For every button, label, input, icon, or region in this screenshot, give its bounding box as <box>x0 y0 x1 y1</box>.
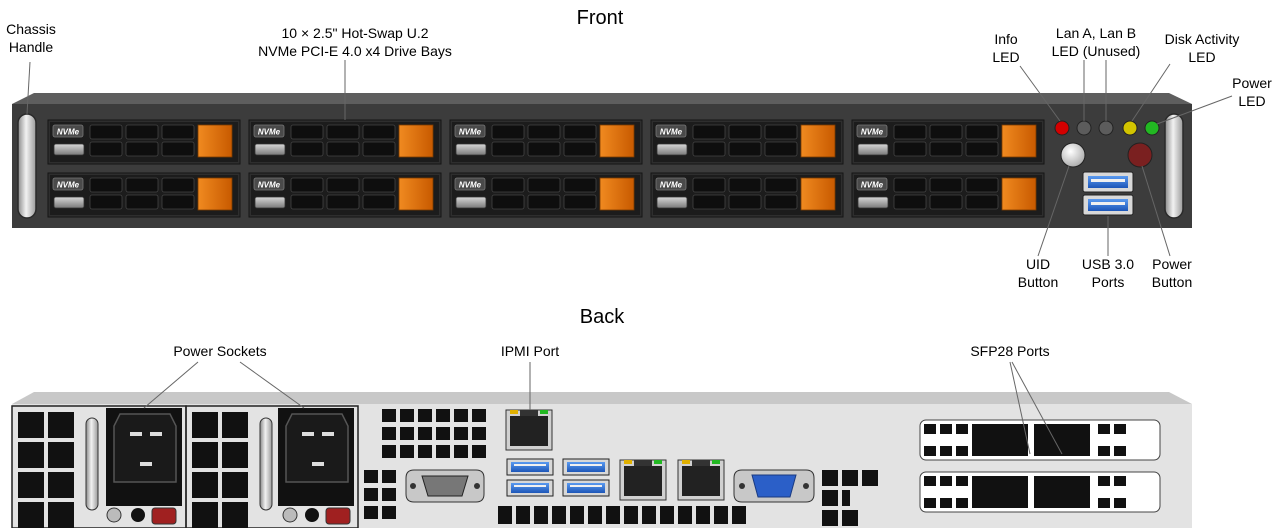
drive-bay-9[interactable]: NVMe <box>650 172 844 218</box>
sfp28-port-1[interactable] <box>972 424 1028 456</box>
sfp28-port-4[interactable] <box>1034 476 1090 508</box>
sfp28-port-2[interactable] <box>1034 424 1090 456</box>
usb-port-front-2[interactable] <box>1082 194 1134 216</box>
disk-activity-led-label: Disk Activity LED <box>1164 31 1240 65</box>
psu-1-latch <box>151 507 177 525</box>
uid-button-label: UID Button <box>1017 256 1059 290</box>
nvme-badge: NVMe <box>660 181 683 190</box>
nvme-badge: NVMe <box>459 181 482 190</box>
power-socket-1[interactable] <box>113 413 177 483</box>
drive-bay-5[interactable]: NVMe <box>851 119 1045 165</box>
ipmi-port-label: IPMI Port <box>500 343 560 359</box>
drive-bay-4[interactable]: NVMe <box>650 119 844 165</box>
chassis-handle-right <box>1164 113 1184 219</box>
usb-ports-label: USB 3.0 Ports <box>1081 256 1135 290</box>
psu-1-indicator-black <box>131 508 145 522</box>
nvme-badge: NVMe <box>459 128 482 137</box>
drive-bay-7[interactable]: NVMe <box>248 172 442 218</box>
drive-bay-10[interactable]: NVMe <box>851 172 1045 218</box>
power-button[interactable] <box>1127 142 1153 168</box>
psu-2-handle <box>259 417 273 511</box>
nvme-badge: NVMe <box>57 128 80 137</box>
lan-a-led <box>1076 120 1092 136</box>
back-chassis-top <box>12 392 1192 404</box>
power-socket-2[interactable] <box>285 413 349 483</box>
power-led-label: Power LED <box>1232 75 1272 109</box>
psu-1-handle <box>85 417 99 511</box>
drive-bay-2[interactable]: NVMe <box>248 119 442 165</box>
sfp28-card-2 <box>919 471 1161 513</box>
serial-port[interactable] <box>405 469 485 503</box>
psu-2-latch <box>325 507 351 525</box>
chassis-handle-left <box>17 113 37 219</box>
back-title: Back <box>579 306 625 328</box>
psu-2-indicator-grey <box>282 507 298 523</box>
sfp28-port-3[interactable] <box>972 476 1028 508</box>
ipmi-port[interactable] <box>505 409 553 451</box>
rear-vents-left <box>364 409 878 526</box>
psu-1-vents <box>18 412 74 528</box>
sfp28-ports-label: SFP28 Ports <box>970 343 1050 359</box>
front-leader-lines <box>26 60 1233 257</box>
usb-port-rear-3[interactable] <box>562 458 610 476</box>
drive-bay-8[interactable]: NVMe <box>449 172 643 218</box>
usb-port-rear-2[interactable] <box>506 479 554 497</box>
usb-port-rear-1[interactable] <box>506 458 554 476</box>
nvme-badge: NVMe <box>258 128 281 137</box>
disk-activity-led <box>1122 120 1138 136</box>
drive-bay-6[interactable]: NVMe <box>47 172 241 218</box>
vga-port[interactable] <box>733 469 815 503</box>
uid-button[interactable] <box>1060 142 1086 168</box>
psu-2-vents <box>192 412 248 528</box>
drive-bays-label: 10 × 2.5" Hot-Swap U.2 NVMe PCI-E 4.0 x4… <box>258 25 452 59</box>
nvme-badge: NVMe <box>258 181 281 190</box>
usb-port-front-1[interactable] <box>1082 171 1134 193</box>
psu-2-indicator-black <box>305 508 319 522</box>
lan-port-2[interactable] <box>677 459 725 501</box>
lan-port-1[interactable] <box>619 459 667 501</box>
psu-1-indicator-grey <box>106 507 122 523</box>
info-led <box>1054 120 1070 136</box>
lan-b-led <box>1098 120 1114 136</box>
sfp28-card-1 <box>919 419 1161 461</box>
back-leader-lines <box>143 361 1063 455</box>
front-title: Front <box>576 7 624 29</box>
power-led <box>1144 120 1160 136</box>
nvme-badge: NVMe <box>57 181 80 190</box>
lan-led-label: Lan A, Lan B LED (Unused) <box>1051 25 1141 59</box>
power-supply-2 <box>185 405 359 528</box>
nvme-badge: NVMe <box>861 181 884 190</box>
drive-bay-1[interactable]: NVMe <box>47 119 241 165</box>
power-sockets-label: Power Sockets <box>173 343 267 359</box>
power-button-label: Power Button <box>1151 256 1193 290</box>
usb-port-rear-4[interactable] <box>562 479 610 497</box>
nvme-badge: NVMe <box>660 128 683 137</box>
chassis-handle-label: Chassis Handle <box>6 21 56 55</box>
front-chassis-top <box>12 93 1192 104</box>
nvme-badge: NVMe <box>861 128 884 137</box>
drive-bay-3[interactable]: NVMe <box>449 119 643 165</box>
info-led-label: Info LED <box>992 31 1020 65</box>
